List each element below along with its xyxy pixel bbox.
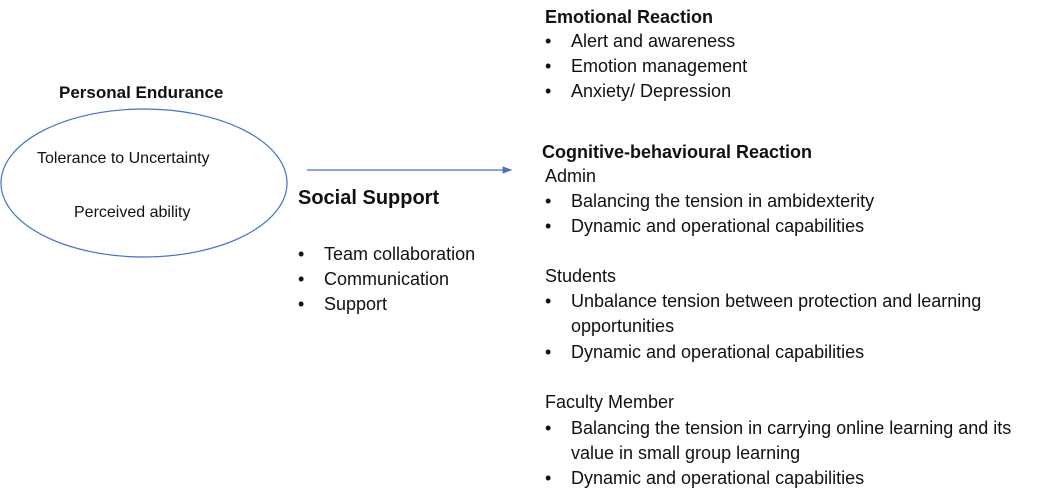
faculty-item: Dynamic and operational capabilities	[571, 468, 865, 488]
students-item-continued: opportunities	[571, 316, 675, 336]
faculty-item-continued: value in small group learning	[571, 443, 801, 463]
admin-item: Dynamic and operational capabilities	[571, 216, 865, 236]
students-item: Dynamic and operational capabilities	[571, 342, 865, 362]
ellipse-item: Tolerance to Uncertainty	[37, 150, 210, 167]
bullet: •	[298, 269, 305, 289]
bullet: •	[545, 31, 552, 51]
social-support-item: Support	[324, 294, 388, 314]
students-item: Unbalance tension between protection and…	[571, 291, 982, 311]
bullet: •	[298, 244, 305, 264]
bullet: •	[545, 191, 552, 211]
personal-endurance-title: Personal Endurance	[59, 83, 224, 102]
bullet: •	[545, 216, 552, 236]
bullet: •	[545, 468, 552, 488]
emotional-item: Emotion management	[571, 56, 748, 76]
bullet: •	[545, 81, 552, 101]
bullet: •	[545, 291, 552, 311]
bullet: •	[298, 294, 305, 314]
emotional-reaction-title: Emotional Reaction	[545, 7, 714, 27]
bullet: •	[545, 342, 552, 362]
personal-endurance-ellipse	[0, 108, 288, 258]
ellipse-item: Perceived ability	[74, 204, 191, 221]
social-support-item: Team collaboration	[324, 244, 476, 264]
social-support-item: Communication	[324, 269, 450, 289]
emotional-item: Anxiety/ Depression	[571, 81, 732, 101]
bullet: •	[545, 56, 552, 76]
bullet: •	[545, 418, 552, 438]
emotional-item: Alert and awareness	[571, 31, 736, 51]
faculty-label: Faculty Member	[545, 392, 675, 412]
admin-label: Admin	[545, 166, 597, 186]
students-label: Students	[545, 266, 617, 286]
admin-item: Balancing the tension in ambidexterity	[571, 191, 875, 211]
faculty-item: Balancing the tension in carrying online…	[571, 418, 1012, 438]
cognitive-reaction-title: Cognitive-behavioural Reaction	[542, 142, 813, 162]
social-support-title: Social Support	[298, 187, 440, 209]
